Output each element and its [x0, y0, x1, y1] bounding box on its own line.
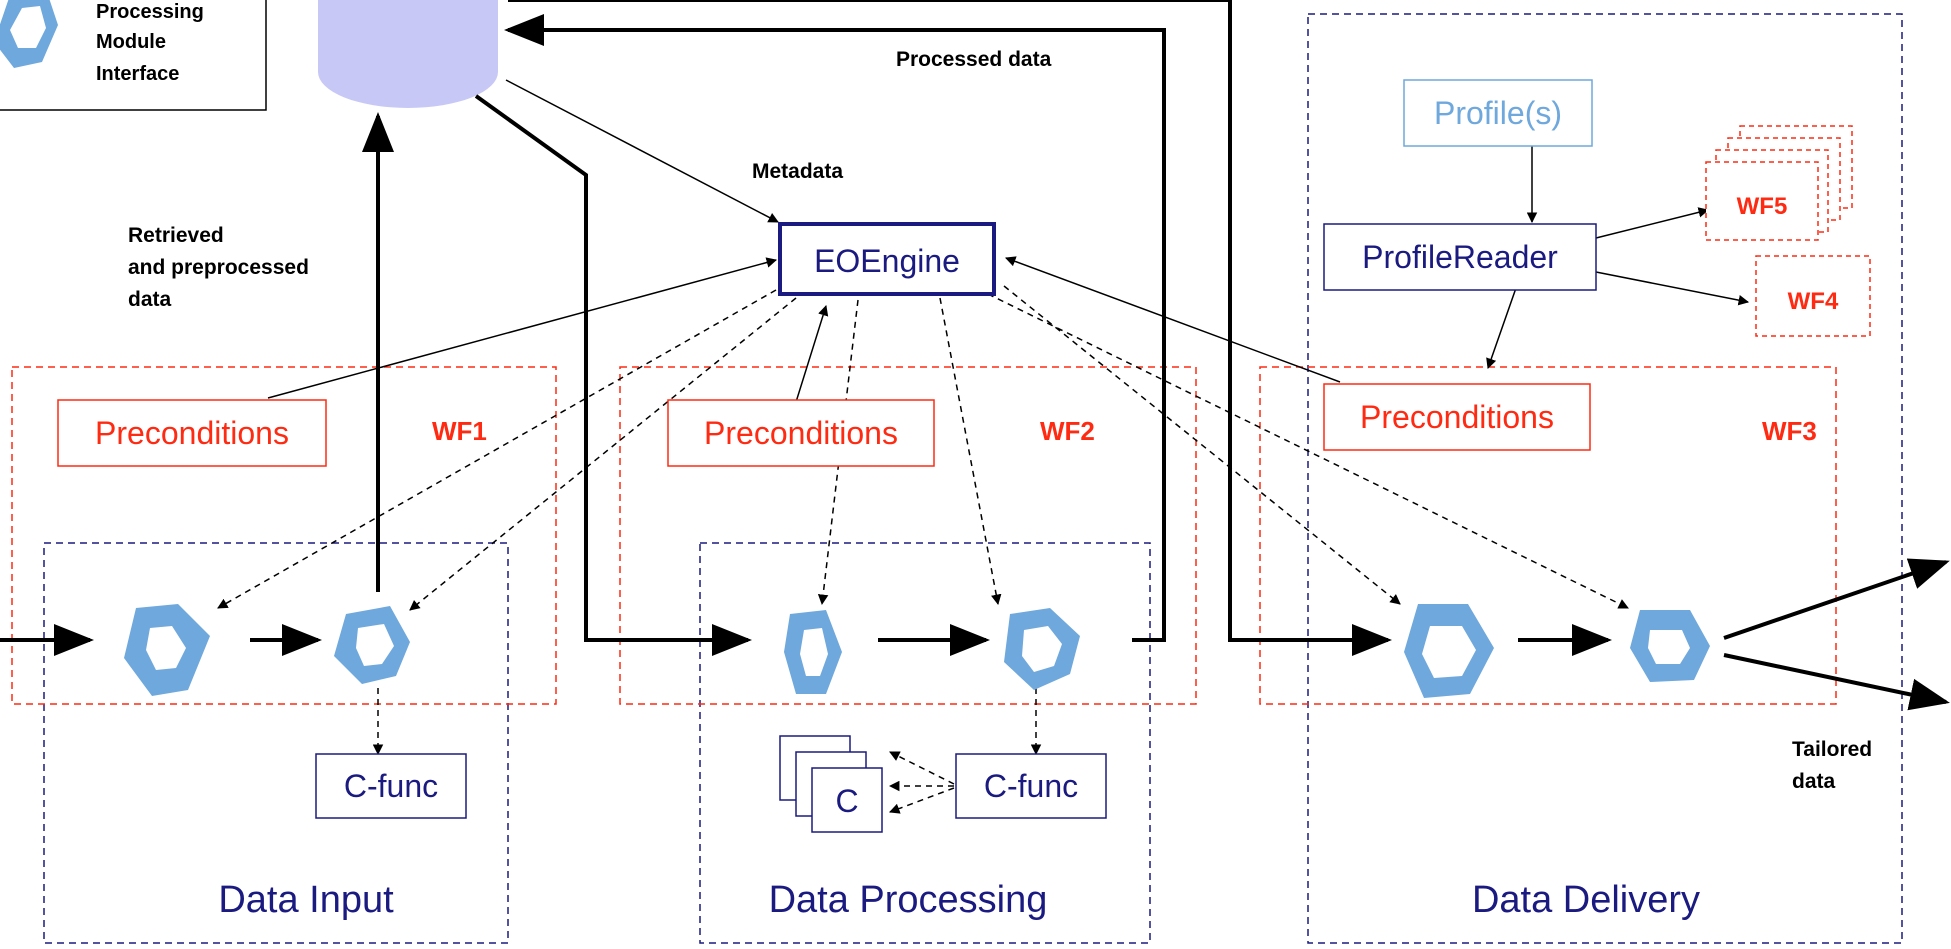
- tailored-label-line-2: data: [1792, 770, 1836, 793]
- cfunc-box-2[interactable]: [955, 753, 1107, 819]
- cfunc-label-1: C-func: [344, 768, 438, 804]
- wf1-label: WF1: [432, 416, 487, 446]
- profile-box[interactable]: [1403, 79, 1593, 147]
- retrieved-label-line-1: Retrieved: [128, 224, 224, 247]
- processed-data-label: Processed data: [896, 48, 1052, 71]
- group-label-data-processing: Data Processing: [769, 879, 1048, 921]
- c-stack[interactable]: C: [779, 735, 883, 833]
- database-cylinder: [318, 0, 498, 108]
- metadata-label: Metadata: [752, 160, 843, 183]
- module-icon: [1630, 610, 1710, 682]
- tailored-label-line-1: Tailored: [1792, 738, 1872, 761]
- legend: Processing Module Interface: [0, 0, 267, 111]
- group-data-delivery: [1307, 13, 1903, 944]
- wf3-label: WF3: [1762, 416, 1817, 446]
- workflow-wf1-box: [11, 366, 557, 705]
- module-icon: [0, 0, 58, 68]
- module-icon: [334, 606, 410, 684]
- eoengine-box[interactable]: [778, 222, 996, 296]
- data-flow-lines: [0, 0, 1950, 711]
- group-data-input: [43, 542, 509, 944]
- dashed-arrows: [217, 285, 1629, 814]
- workflow-wf3-box: [1259, 366, 1837, 705]
- preconditions-label-1: Preconditions: [95, 415, 289, 451]
- module-icon: [1004, 608, 1080, 690]
- profile-label: Profile(s): [1434, 95, 1562, 131]
- eoengine-label: EOEngine: [814, 243, 960, 279]
- wf4-label: WF4: [1788, 288, 1839, 315]
- cfunc-label-2: C-func: [984, 768, 1078, 804]
- group-label-data-delivery: Data Delivery: [1472, 879, 1700, 921]
- wf5-label: WF5: [1737, 193, 1788, 220]
- workflow-wf2-box: [619, 366, 1197, 705]
- workflow-wf5-stack[interactable]: WF5: [1705, 125, 1853, 241]
- preconditions-box-2[interactable]: [667, 399, 935, 467]
- workflow-wf4-box[interactable]: [1755, 255, 1871, 337]
- group-label-data-input: Data Input: [218, 879, 394, 921]
- c-stack-label: C: [835, 783, 858, 819]
- preconditions-box-1[interactable]: [57, 399, 327, 467]
- control-arrows: [267, 79, 1750, 403]
- preconditions-label-2: Preconditions: [704, 415, 898, 451]
- preconditions-label-3: Preconditions: [1360, 399, 1554, 435]
- legend-line-3: Interface: [96, 63, 179, 85]
- profile-reader-box[interactable]: [1323, 223, 1597, 291]
- module-icon: [1404, 604, 1494, 698]
- wf2-label: WF2: [1040, 416, 1095, 446]
- legend-line-2: Module: [96, 31, 166, 53]
- legend-line-1: Processing: [96, 1, 204, 23]
- group-data-processing: [699, 542, 1151, 944]
- profile-reader-label: ProfileReader: [1362, 239, 1558, 275]
- module-icon: [124, 604, 210, 696]
- processing-modules: [124, 604, 1710, 698]
- cfunc-box-1[interactable]: [315, 753, 467, 819]
- module-icon: [784, 610, 842, 694]
- preconditions-box-3[interactable]: [1323, 383, 1591, 451]
- retrieved-label-line-3: data: [128, 288, 172, 311]
- retrieved-label-line-2: and preprocessed: [128, 256, 309, 279]
